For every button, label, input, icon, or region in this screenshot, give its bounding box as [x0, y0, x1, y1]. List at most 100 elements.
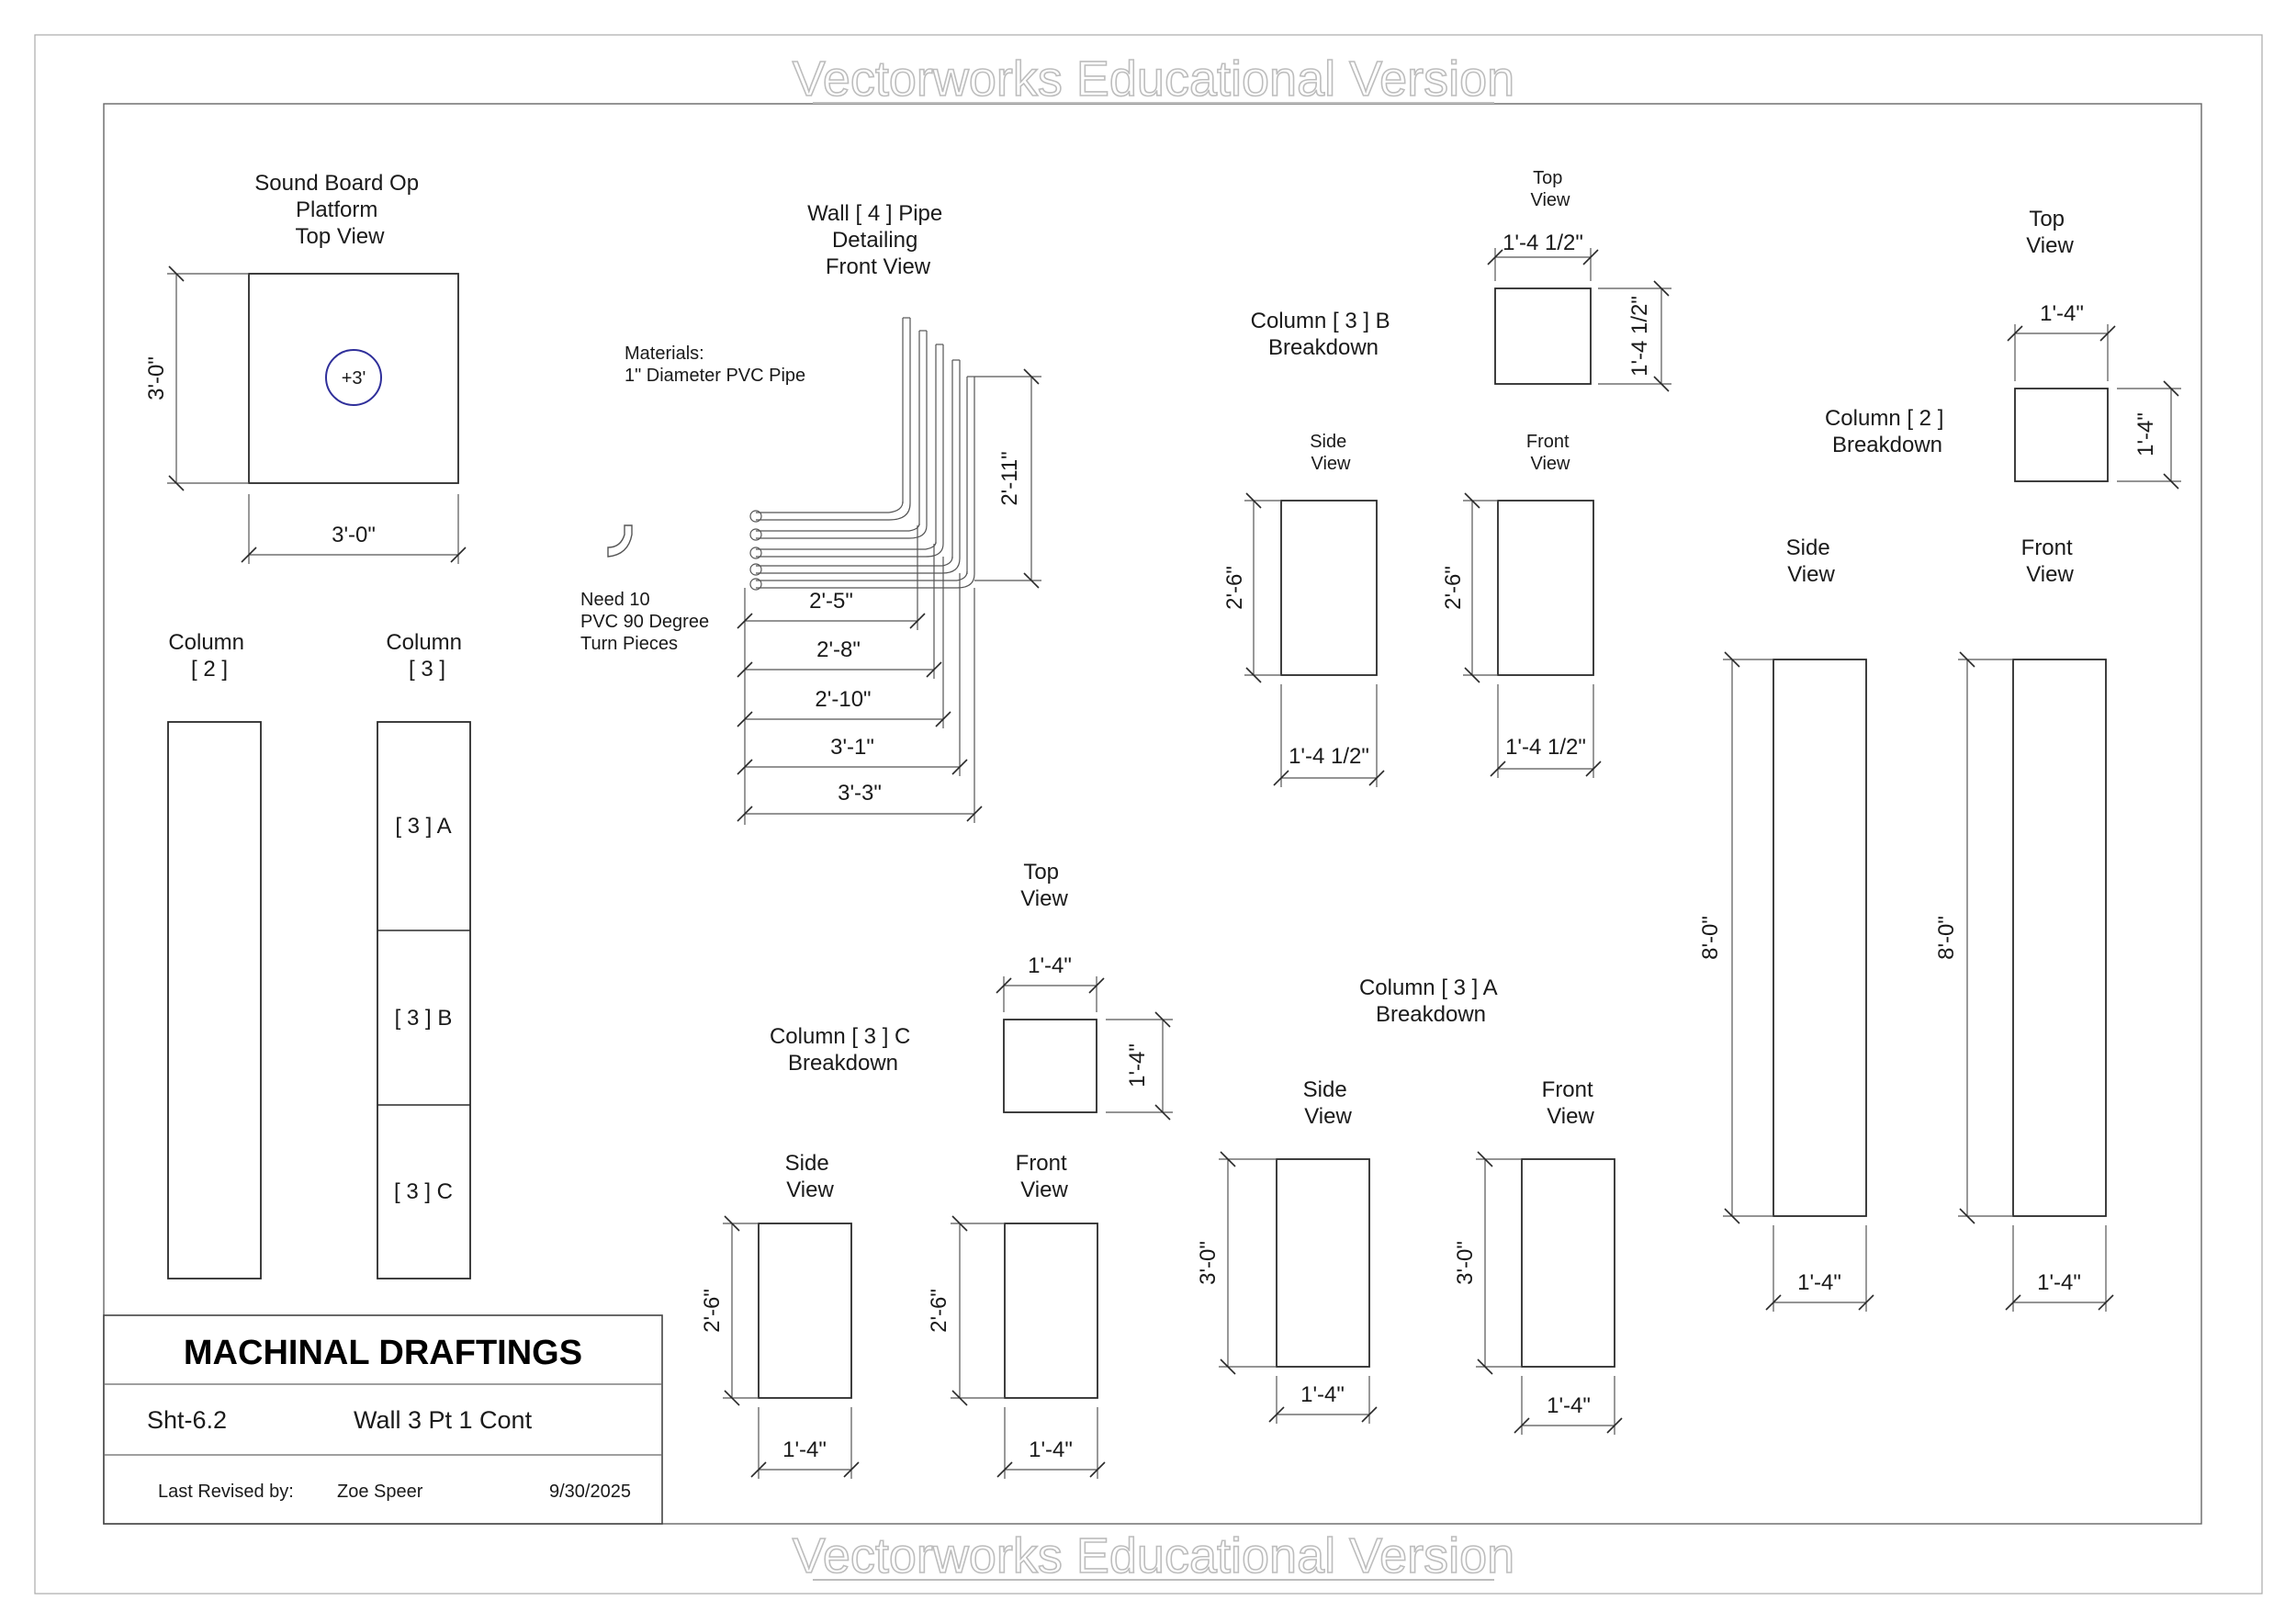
column-2-breakdown: Column [ 2 ] Breakdown Top View 1'-4" 1'… [1698, 207, 2181, 1312]
svg-text:Top View: Top View [2026, 207, 2074, 258]
col3b-front-height-dim: 2'-6" [1441, 566, 1466, 610]
col3c-side-label-2: View [786, 1178, 834, 1202]
outer-border [34, 34, 2263, 1595]
col3b-side-label-2: View [1311, 454, 1352, 474]
svg-text:Side View: Side View [1310, 432, 1352, 474]
col3c-top-width-dim: 1'-4" [1028, 953, 1072, 978]
pipe-verticals [902, 317, 975, 574]
col3c-top-view [1003, 1019, 1097, 1113]
col2-side-height-dim: 8'-0" [1698, 916, 1723, 960]
col3a-side-label-1: Side [1303, 1077, 1347, 1102]
svg-text:Top View: Top View [1531, 168, 1571, 210]
col3c-top-height-dim: 1'-4" [1125, 1043, 1150, 1088]
height-marker-circle [325, 349, 382, 406]
svg-text:Column [ 2 ] Breakdown: Column [ 2 ] Breakdown [1825, 406, 1950, 457]
sound-board-title-1: Sound Board Op [254, 171, 419, 196]
height-marker-label: +3' [342, 368, 366, 389]
column-3-label-2: [ 3 ] [409, 657, 445, 682]
pvc-elbow-icon [607, 524, 633, 558]
column-2-label-1: Column [168, 630, 244, 655]
svg-text:Side View: Side View [1786, 535, 1837, 587]
pipe-length-dims: 2'-5" 2'-8" 2'-10" 3'-1" 3'-3" [737, 525, 983, 825]
sound-board-title-3: Top View [296, 224, 386, 249]
col3c-side-width-dim: 1'-4" [782, 1437, 827, 1462]
column-2 [167, 721, 262, 1279]
col2-side-view [1773, 659, 1867, 1217]
col3c-front-label-2: View [1020, 1178, 1068, 1202]
svg-text:Column [ 2 ]: Column [ 2 ] [168, 630, 250, 682]
col3a-side-label-2: View [1304, 1104, 1352, 1129]
pipe-title-2: Detailing [832, 228, 917, 253]
col3c-title-2: Breakdown [788, 1051, 898, 1076]
svg-text:Column [ 3 ]: Column [ 3 ] [386, 630, 467, 682]
col3b-side-width-dim: 1'-4 1/2" [1289, 744, 1369, 769]
column-3b-breakdown: Column [ 3 ] B Breakdown Top View 1'-4 1… [1222, 168, 1671, 787]
pipe-detail-view: Wall [ 4 ] Pipe Detailing Front View Mat… [580, 201, 1041, 825]
col3b-top-label-2: View [1531, 190, 1571, 210]
col3a-side-width-dim: 1'-4" [1300, 1382, 1345, 1407]
svg-text:Front View: Front View [1526, 432, 1574, 474]
col3b-front-label-1: Front [1526, 432, 1570, 452]
col2-title-1: Column [ 2 ] [1825, 406, 1943, 431]
col2-top-label-2: View [2026, 233, 2074, 258]
sound-board-dim-bottom: 3'-0" [332, 523, 376, 547]
pipe-horizontals [749, 501, 975, 591]
title-block: MACHINAL DRAFTINGS Sht-6.2 Wall 3 Pt 1 C… [103, 1314, 663, 1525]
svg-text:Side View: Side View [1303, 1077, 1354, 1129]
company-name: MACHINAL DRAFTINGS [184, 1334, 582, 1372]
pipe-length-dim-3: 2'-10" [815, 687, 871, 712]
svg-text:Need 10 PVC 90 Degree: Need 10 PVC 90 Degree Turn Pieces [580, 590, 715, 654]
col3a-front-width-dim: 1'-4" [1547, 1393, 1591, 1418]
col2-side-width-dim: 1'-4" [1797, 1270, 1841, 1295]
col3a-title-2: Breakdown [1376, 1002, 1486, 1027]
col3c-side-height-dim: 2'-6" [700, 1289, 725, 1333]
pipe-note-1: Need 10 [580, 590, 650, 610]
col3a-title-1: Column [ 3 ] A [1359, 975, 1498, 1000]
col2-top-view [2014, 388, 2109, 482]
col3b-side-view [1280, 500, 1378, 676]
revised-by: Zoe Speer [337, 1482, 423, 1502]
col3c-front-width-dim: 1'-4" [1029, 1437, 1073, 1462]
col3c-front-view [1004, 1223, 1098, 1399]
col3c-top-label-1: Top [1023, 860, 1059, 885]
svg-text:Front View: Front View [2021, 535, 2079, 587]
pipe-title-1: Wall [ 4 ] Pipe [807, 201, 942, 226]
col3c-top-label-2: View [1020, 886, 1068, 911]
sound-board-title-2: Platform [296, 197, 377, 222]
col3b-front-label-2: View [1531, 454, 1571, 474]
col3a-side-view [1276, 1158, 1370, 1368]
col3c-side-label-1: Side [785, 1151, 829, 1176]
column-3c-breakdown: Column [ 3 ] C Breakdown Top View 1'-4" … [700, 860, 1173, 1479]
col2-title-2: Breakdown [1832, 433, 1942, 457]
svg-text:Wall [ 4 ] Pipe Detailin: Wall [ 4 ] Pipe Detailing Front View [807, 201, 949, 279]
svg-text:Sound Board Op Platform: Sound Board Op Platform Top View [254, 171, 424, 249]
col3b-front-view [1497, 500, 1594, 676]
col3c-front-label-1: Front [1016, 1151, 1067, 1176]
svg-text:Top View: Top View [1020, 860, 1068, 911]
col2-front-width-dim: 1'-4" [2037, 1270, 2081, 1295]
watermark-top: Vectorworks Educational Version [793, 51, 1514, 107]
title-block-frame [103, 1314, 663, 1525]
col3a-side-height-dim: 3'-0" [1196, 1241, 1221, 1285]
pipe-height-dim: 2'-11" [997, 451, 1022, 505]
pipe-note-2: PVC 90 Degree [580, 612, 709, 632]
column-3-section-c: [ 3 ] C [394, 1179, 453, 1204]
pipe-note-3: Turn Pieces [580, 634, 678, 654]
sound-board-platform [248, 273, 459, 484]
svg-text:Column [ 3 ] C Breakdown: Column [ 3 ] C Breakdown [770, 1024, 917, 1076]
col2-top-width-dim: 1'-4" [2040, 301, 2084, 326]
col3a-front-label-2: View [1547, 1104, 1594, 1129]
col3c-front-height-dim: 2'-6" [927, 1289, 951, 1333]
col3a-front-label-1: Front [1542, 1077, 1593, 1102]
svg-text:Column [ 3 ] B Breakdown: Column [ 3 ] B Breakdown [1251, 309, 1397, 360]
col3b-top-height-dim: 1'-4 1/2" [1627, 296, 1652, 377]
col2-top-height-dim: 1'-4" [2133, 412, 2158, 456]
svg-text:Front View: Front View [1016, 1151, 1074, 1202]
col3b-side-height-dim: 2'-6" [1222, 566, 1247, 610]
sheet-title: Wall 3 Pt 1 Cont [354, 1406, 533, 1434]
pipe-length-dim-1: 2'-5" [809, 589, 853, 614]
pipe-length-dim-2: 2'-8" [816, 637, 861, 662]
col3b-top-view [1494, 287, 1592, 385]
column-3-label-1: Column [386, 630, 462, 655]
col3c-side-view [758, 1223, 852, 1399]
